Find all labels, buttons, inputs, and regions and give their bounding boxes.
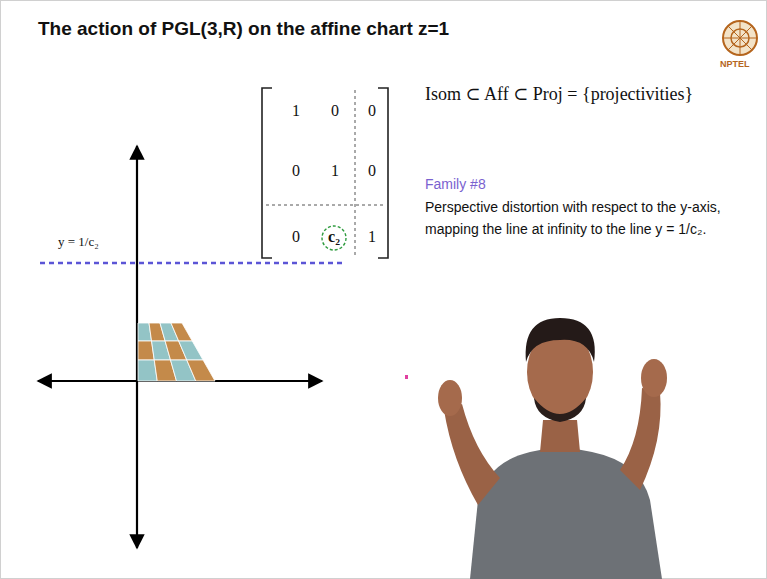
matrix-entry: 0: [331, 101, 339, 120]
grid-tile: [171, 323, 192, 341]
description-text: Perspective distortion with respect to t…: [425, 196, 743, 241]
presenter-figure: [438, 318, 667, 579]
matrix-entry: 0: [292, 161, 300, 180]
matrix-entry: 0: [292, 227, 300, 246]
slide-title: The action of PGL(3,R) on the affine cha…: [38, 18, 449, 40]
logo-emblem: [723, 21, 757, 55]
line-label: y = 1/c₂: [58, 234, 99, 250]
matrix-entry: 1: [331, 161, 339, 180]
matrix-divider: [266, 90, 386, 256]
pointer-dot: [405, 375, 408, 379]
matrix-entry: 1: [368, 227, 376, 246]
family-heading: Family #8: [425, 176, 486, 193]
inclusion-chain: Isom ⊂ Aff ⊂ Proj = {projectivities}: [425, 84, 693, 106]
matrix-bracket: [262, 88, 388, 258]
distorted-grid: [138, 323, 215, 381]
grid-tile: [179, 341, 203, 360]
matrix-entry: 0: [368, 161, 376, 180]
horizon-line: [40, 262, 342, 264]
grid-tile: [187, 360, 215, 381]
matrix-entry: 1: [292, 101, 300, 120]
matrix-entry: c₂: [328, 227, 340, 246]
matrix-entry: 0: [368, 101, 376, 120]
highlight-circle: [322, 226, 346, 250]
coordinate-axes: [38, 146, 322, 548]
logo-text: NPTEL: [720, 59, 750, 70]
